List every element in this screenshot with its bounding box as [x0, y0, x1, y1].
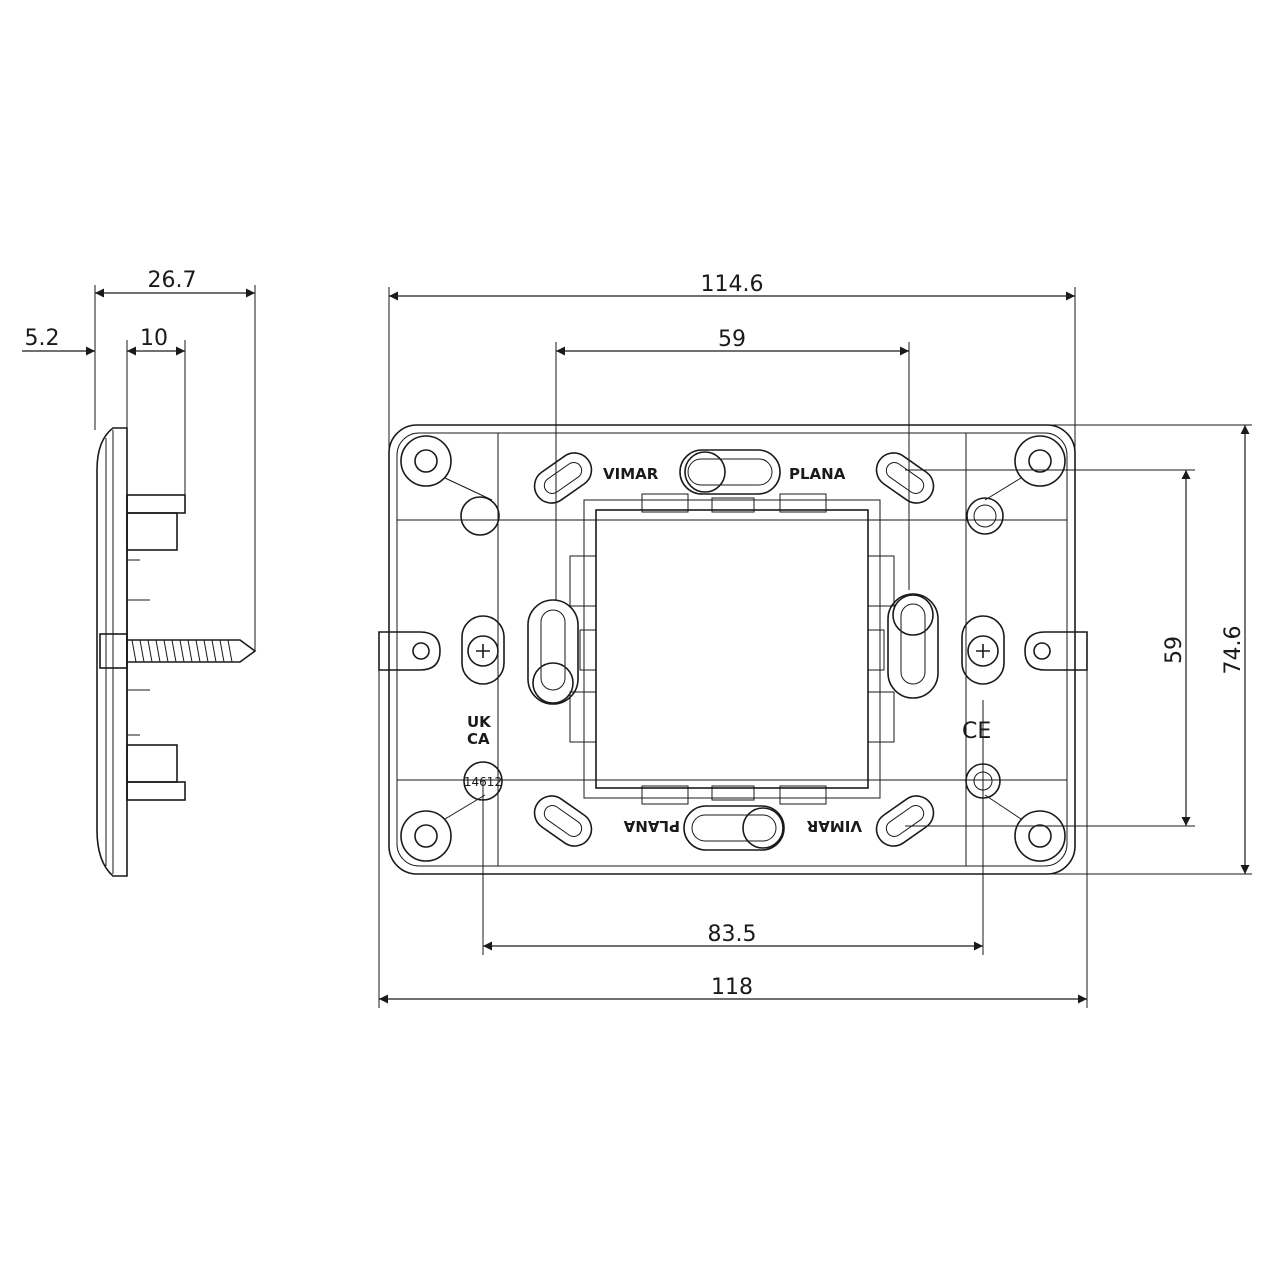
frame-profile — [126, 494, 186, 801]
svg-text:83.5: 83.5 — [708, 922, 757, 947]
slot-bottom-left — [533, 795, 593, 847]
model-label-top: PLANA — [789, 465, 846, 483]
side-view: 26.7 5.2 10 — [22, 268, 257, 877]
svg-text:59: 59 — [1162, 636, 1187, 664]
certification-badge — [965, 763, 1001, 799]
dim-window-height: 59 — [1162, 470, 1191, 826]
svg-text:10: 10 — [140, 326, 168, 351]
dim-front-thickness: 5.2 10 — [22, 326, 185, 356]
svg-text:59: 59 — [718, 327, 746, 352]
keyhole-bottom — [683, 805, 785, 851]
dim-total-depth: 26.7 — [95, 268, 255, 298]
slot-top-right — [875, 452, 935, 504]
dim-plate-height: 74.6 — [1221, 425, 1250, 874]
front-view: VIMAR PLANA PLANA VIMAR UK CA CE 14612 1… — [378, 272, 1252, 1008]
svg-text:CA: CA — [467, 730, 490, 748]
plate-profile — [96, 427, 128, 877]
dim-screw-spacing: 83.5 — [483, 922, 983, 951]
model-label-bottom: PLANA — [623, 817, 680, 835]
svg-text:74.6: 74.6 — [1221, 626, 1246, 675]
screw-head-left — [461, 615, 505, 685]
slot-bottom-right — [875, 795, 935, 847]
slot-top-left — [533, 452, 593, 504]
corner-hole-br — [984, 794, 1066, 862]
central-window — [569, 493, 895, 805]
screw-head-right — [961, 615, 1005, 685]
svg-text:14612: 14612 — [464, 775, 502, 789]
keyhole-top — [679, 449, 781, 495]
round-pad-right — [966, 497, 1004, 535]
part-number-badge: 14612 — [463, 761, 503, 801]
dim-plate-width: 114.6 — [389, 272, 1075, 301]
dim-total-width: 118 — [379, 975, 1087, 1004]
corner-hole-tr — [984, 435, 1066, 501]
svg-text:118: 118 — [711, 975, 753, 1000]
brand-label-bottom: VIMAR — [806, 817, 862, 835]
ukca-mark: UK CA — [467, 713, 492, 748]
round-pad-left — [460, 496, 500, 536]
corner-hole-bl — [400, 794, 486, 862]
keyhole-right — [887, 593, 939, 699]
side-tab-right — [1024, 631, 1088, 671]
svg-text:5.2: 5.2 — [25, 326, 60, 351]
svg-text:114.6: 114.6 — [701, 272, 764, 297]
brand-label-top: VIMAR — [603, 465, 659, 483]
side-tab-left — [378, 631, 441, 671]
svg-text:26.7: 26.7 — [148, 268, 197, 293]
corner-hole-tl — [400, 435, 493, 501]
ce-mark: CE — [962, 719, 991, 744]
screw-profile — [99, 633, 257, 669]
svg-text:UK: UK — [467, 713, 492, 731]
keyhole-left — [527, 599, 579, 705]
dim-window-width: 59 — [556, 327, 909, 356]
